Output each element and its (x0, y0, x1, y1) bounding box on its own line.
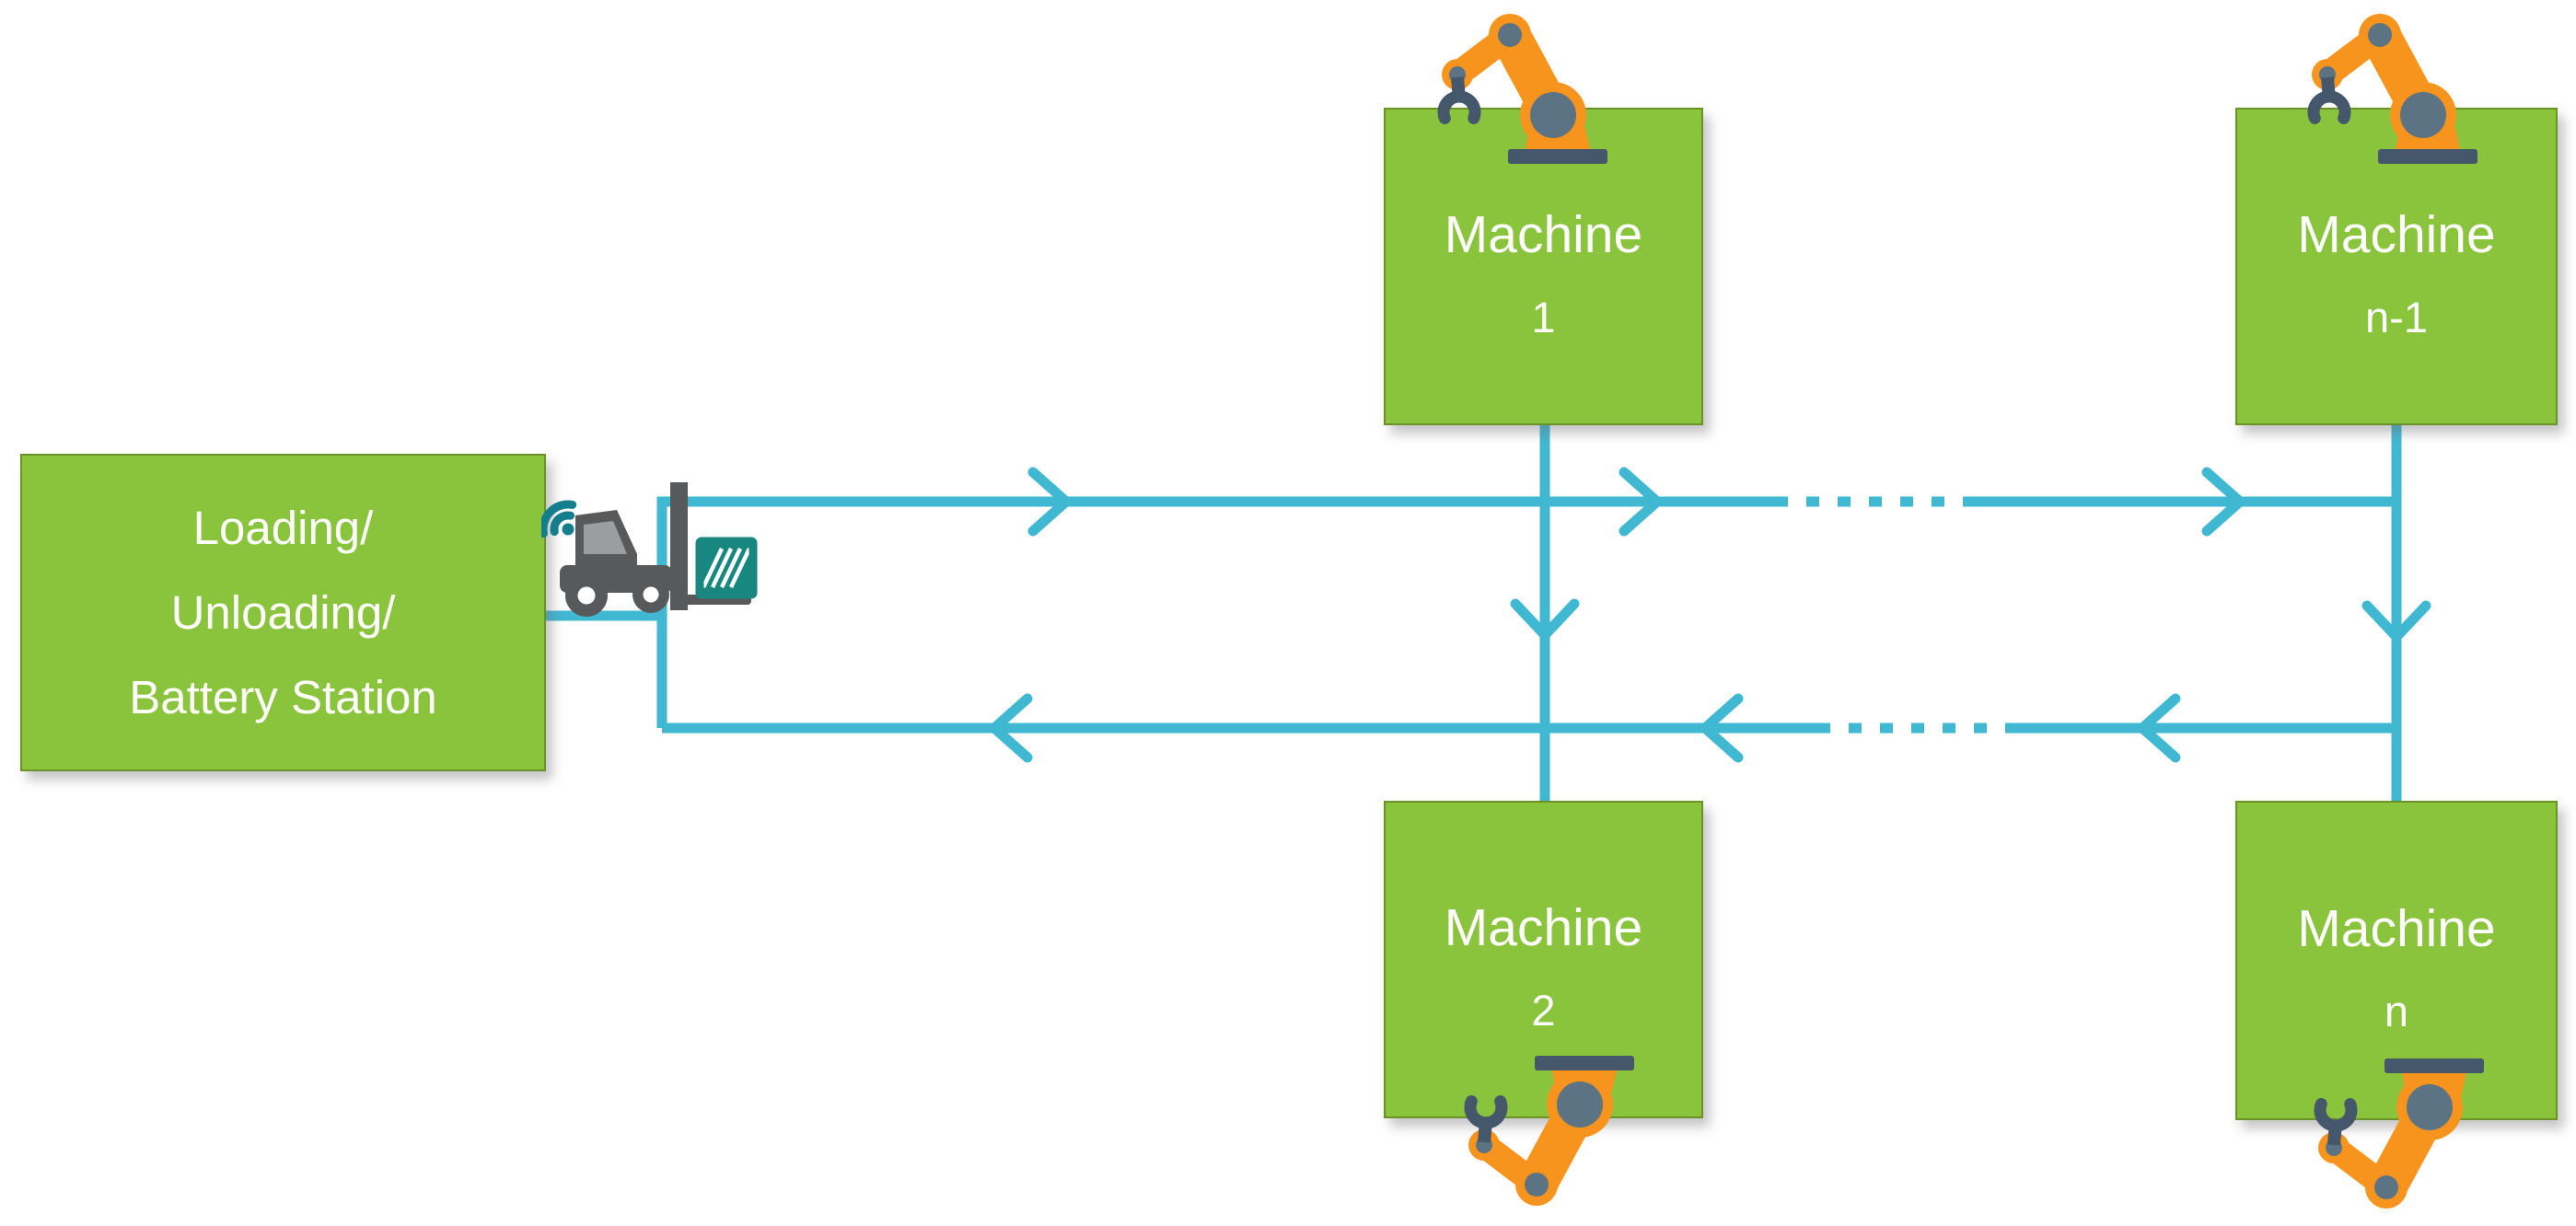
flow-chevron-arrow-left-3 (2137, 693, 2181, 763)
station-label-line2: Unloading/ (170, 585, 396, 639)
robot-arm-icon (2313, 1058, 2497, 1217)
flow-chevron-arrow-left-2 (1700, 693, 1744, 763)
forklift-window (584, 521, 627, 554)
machine-n-1-label: Machine (2297, 204, 2496, 264)
cargo-crate-icon (695, 537, 758, 599)
flow-chevron-arrow-left-1 (989, 693, 1033, 763)
machine-2-label: Machine (1444, 897, 1643, 957)
station-label-line1: Loading/ (192, 501, 374, 554)
machine-n-index: n (2384, 986, 2409, 1035)
flow-chevron-arrow-right-3 (2201, 467, 2245, 537)
station-label-line3: Battery Station (129, 670, 437, 723)
flow-chevron-arrow-down-2 (2361, 600, 2431, 642)
robot-arm-icon (2306, 6, 2490, 164)
machine-n-label: Machine (2297, 898, 2496, 958)
flow-top-line (656, 496, 1775, 728)
flow-chevron-arrow-down-1 (1510, 598, 1580, 641)
robot-arm-icon (1436, 6, 1620, 164)
loading-unloading-battery-station: Loading/ Unloading/ Battery Station (20, 454, 546, 771)
wifi-signal-icon (541, 500, 577, 538)
forklift-agv-icon (541, 482, 758, 617)
flow-chevron-arrow-right-2 (1619, 467, 1663, 537)
machine-1-index: 1 (1531, 292, 1556, 341)
robot-arm-icon (1463, 1056, 1647, 1214)
forklift-mast (670, 482, 688, 610)
machine-n-1-index: n-1 (2365, 292, 2428, 341)
flow-chevron-arrow-right-1 (1027, 467, 1072, 537)
machine-2-index: 2 (1531, 985, 1556, 1035)
machine-1-label: Machine (1444, 204, 1643, 264)
